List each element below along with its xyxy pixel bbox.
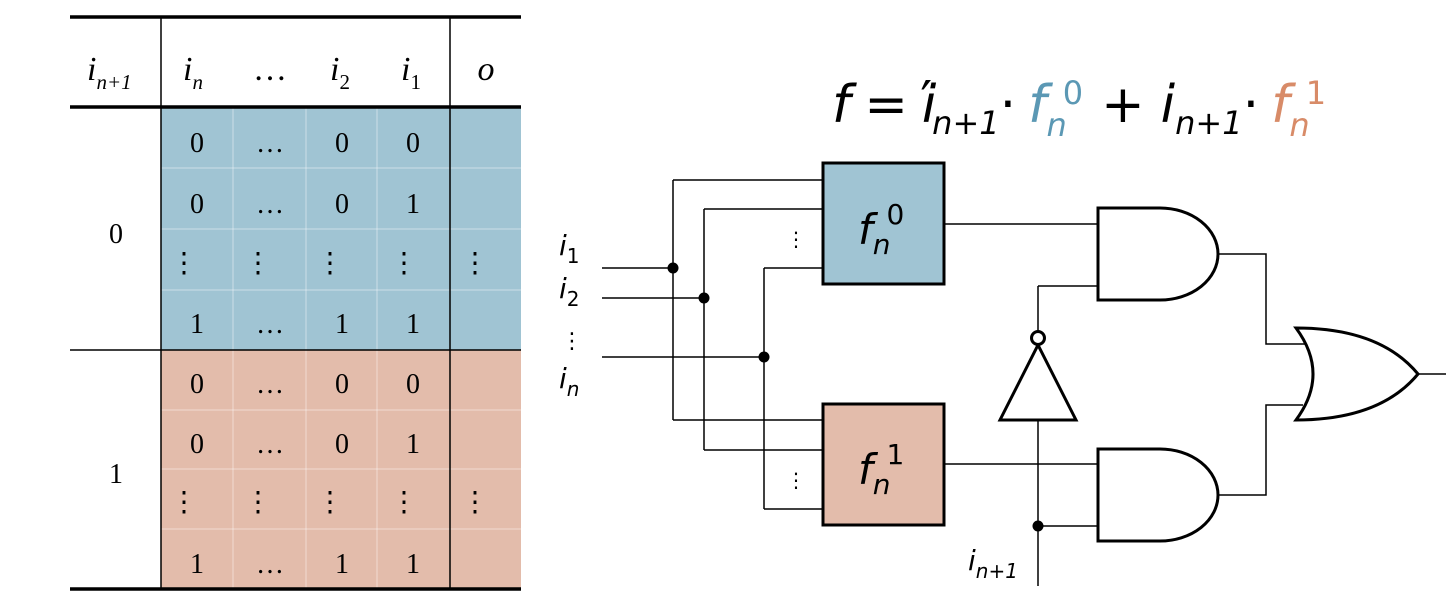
table-cell: … [256,128,284,159]
input-label-i1: i1 [559,229,580,268]
junction-dot [698,292,710,304]
box-top-vdots: ⋮ [786,227,806,251]
header-output: o [478,51,495,88]
junction-dot [758,351,770,363]
table-cell: 0 [406,128,420,159]
header-i2: i2 [330,51,350,94]
circuit: i1 i2 ⋮ in in+1 fn0 ⋮ fn1 [559,161,1446,586]
and-gate-top [1096,206,1220,302]
table-cell: 1 [190,309,204,340]
table-cell: 0 [335,189,349,220]
input-label-in: in [559,362,579,401]
subfunction-box-bottom [821,402,946,527]
truth-table: in+1 in … i2 i1 o 0 1 0 … 0 0 0 … 0 1 ⋮ … [70,15,521,591]
table-cell: … [256,549,284,580]
junction-dot [667,262,679,274]
header-in1: in+1 [87,51,132,94]
output-ellipsis: ⋮ [461,248,489,279]
cell-grid [161,108,521,588]
shannon-formula: f=i′n+1·fn0+in+1·fn1 [832,71,1326,144]
table-cell: ⋮ [390,487,418,518]
table-cell: … [256,309,284,340]
table-header: in+1 in … i2 i1 o [87,51,495,94]
group-0-rows: 0 … 0 0 0 … 0 1 ⋮ ⋮ ⋮ ⋮ ⋮ 1 … 1 1 [170,128,489,340]
table-cell: 0 [335,369,349,400]
wire-and-bottom-out [1218,404,1303,496]
table-cell: 1 [335,549,349,580]
table-cell: 1 [406,429,420,460]
header-in: in [183,51,203,94]
table-cell: ⋮ [170,248,198,279]
header-ellipsis: … [253,51,287,88]
table-cell: ⋮ [170,487,198,518]
and-gate-bottom [1096,447,1220,543]
table-cell: 1 [406,189,420,220]
table-cell: 0 [190,128,204,159]
group-0-background [161,108,521,350]
not-gate-bubble [1030,330,1046,346]
box-bottom-vdots: ⋮ [786,468,806,492]
group-1-label: 1 [109,459,123,490]
table-cell: … [256,429,284,460]
table-cell: ⋮ [316,248,344,279]
output-ellipsis: ⋮ [461,487,489,518]
table-cell: 0 [335,429,349,460]
table-cell: 1 [335,309,349,340]
table-cell: ⋮ [316,487,344,518]
table-cell: ⋮ [390,248,418,279]
input-labels: i1 i2 ⋮ in in+1 [559,229,1018,583]
or-gate [1293,326,1420,422]
table-cell: 1 [406,549,420,580]
wire-and-top-out [1218,253,1305,345]
table-cell: … [256,189,284,220]
table-cell: 0 [190,189,204,220]
header-i1: i1 [401,51,421,94]
table-cell: 1 [190,549,204,580]
table-cell: … [256,369,284,400]
table-cell: 0 [190,429,204,460]
input-label-in1: in+1 [968,544,1018,583]
input-vdots: ⋮ [561,329,583,354]
group-1-background [161,350,521,588]
table-cell: ⋮ [244,248,272,279]
table-cell: 0 [406,369,420,400]
table-cell: 1 [406,309,420,340]
table-cell: 0 [190,369,204,400]
not-gate [997,341,1079,422]
table-cell: 0 [335,128,349,159]
subfunction-box-top [821,161,946,286]
group-0-label: 0 [109,219,123,250]
table-cell: ⋮ [244,487,272,518]
group-1-rows: 0 … 0 0 0 … 0 1 ⋮ ⋮ ⋮ ⋮ ⋮ 1 … 1 1 [170,369,489,580]
input-label-i2: i2 [559,272,580,311]
